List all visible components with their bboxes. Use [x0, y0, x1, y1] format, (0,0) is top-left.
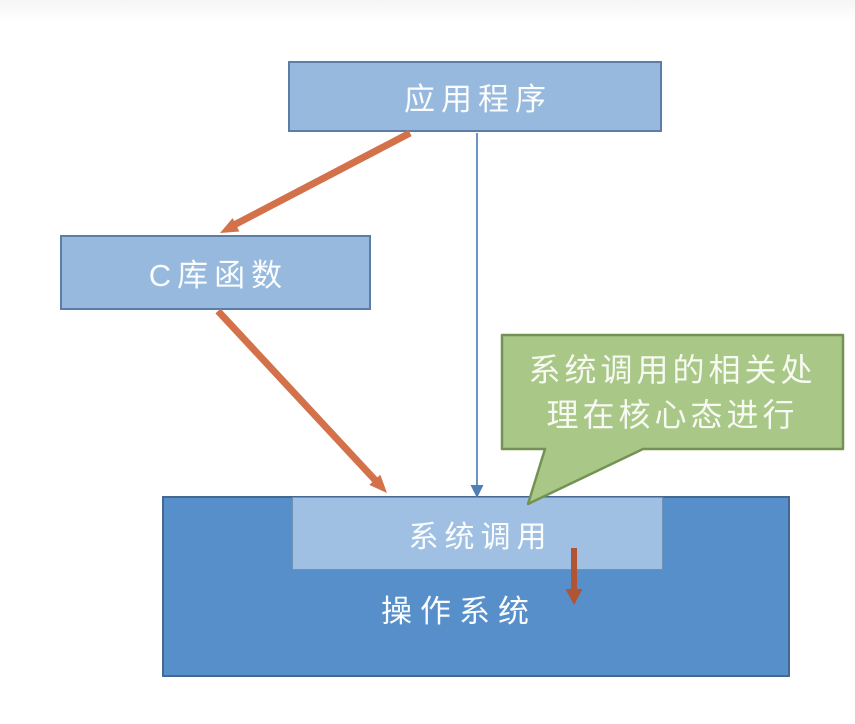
c-library-label: C库函数	[148, 258, 289, 293]
application-label: 应用程序	[404, 82, 552, 117]
c-library-node: C库函数	[60, 235, 371, 310]
callout-note: 系统调用的相关处 理在核心态进行	[502, 348, 843, 438]
arrow-application-to-c-library-icon	[220, 129, 412, 233]
arrow-c-library-to-system-call-icon	[215, 308, 387, 493]
arrow-application-to-system-call-icon	[470, 133, 484, 498]
application-node: 应用程序	[288, 61, 662, 132]
system-call-label: 系统调用	[408, 520, 553, 554]
callout-line-2: 理在核心态进行	[546, 397, 799, 433]
callout-line-1: 系统调用的相关处	[528, 352, 817, 388]
system-call-node: 系统调用	[292, 497, 663, 570]
top-fade-band	[0, 0, 855, 22]
operating-system-label: 操作系统	[381, 594, 537, 629]
